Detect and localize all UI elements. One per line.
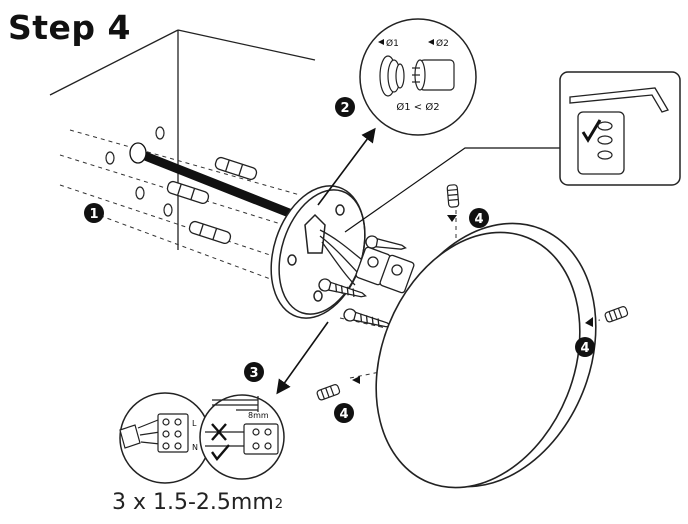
callout-arrows <box>276 127 376 395</box>
step-badge-4: 4 <box>469 208 489 228</box>
detail-grommet-sizes: Ø1 Ø2 Ø1 < Ø2 <box>359 18 477 136</box>
cable-spec-superscript: 2 <box>274 497 284 512</box>
grub-screw <box>604 306 629 323</box>
svg-text:4: 4 <box>580 341 589 356</box>
mounting-plate <box>270 185 366 319</box>
diameter-compare: Ø1 < Ø2 <box>396 101 439 113</box>
light-cover-disc <box>375 222 597 489</box>
terminal-block <box>355 246 415 294</box>
detail-wire-strip: 8mm <box>199 394 285 480</box>
check-icon <box>211 444 230 461</box>
direction-arrows <box>352 215 593 384</box>
grub-screws <box>316 184 629 401</box>
screw <box>343 308 392 328</box>
check-icon <box>581 119 602 143</box>
detail-wiring-terminal: L N <box>119 392 211 484</box>
step-badge-2: 2 <box>335 97 355 117</box>
screw <box>365 235 407 250</box>
svg-text:4: 4 <box>339 407 348 422</box>
cable-spec: 3 x 1.5-2.5mm2 <box>112 490 283 515</box>
step-badge-1: 1 <box>84 203 104 223</box>
wall-outline <box>49 29 316 250</box>
step-title: Step 4 <box>8 8 131 47</box>
cable-spec-text: 3 x 1.5-2.5mm <box>112 490 274 515</box>
screw <box>318 278 367 298</box>
grub-screw <box>446 184 460 208</box>
cross-mark-icon <box>211 423 227 441</box>
terminal-n-label: N <box>192 443 198 452</box>
grub-screw <box>316 384 341 401</box>
hex-key-icon <box>569 87 669 113</box>
leader-line <box>344 142 579 233</box>
label-d2: Ø2 <box>436 38 449 49</box>
screws <box>318 235 407 328</box>
step-badge-4: 4 <box>334 403 354 423</box>
wall-plug <box>188 220 232 245</box>
grub-screw-parts-icon <box>597 121 613 160</box>
wall-plug <box>214 156 258 181</box>
strip-length-label: 8mm <box>248 411 269 420</box>
tool-detail-box <box>559 71 681 186</box>
wall-plug-group <box>166 156 258 245</box>
step-badge-4: 4 <box>575 337 595 357</box>
svg-text:4: 4 <box>474 212 483 227</box>
step-badge-3: 3 <box>244 362 264 382</box>
wall-plug <box>166 180 210 205</box>
svg-text:3: 3 <box>249 366 258 381</box>
label-d1: Ø1 <box>386 38 399 49</box>
svg-text:1: 1 <box>89 207 98 222</box>
terminal-l-label: L <box>192 419 197 428</box>
wall-holes <box>105 126 173 217</box>
svg-text:2: 2 <box>340 101 349 116</box>
